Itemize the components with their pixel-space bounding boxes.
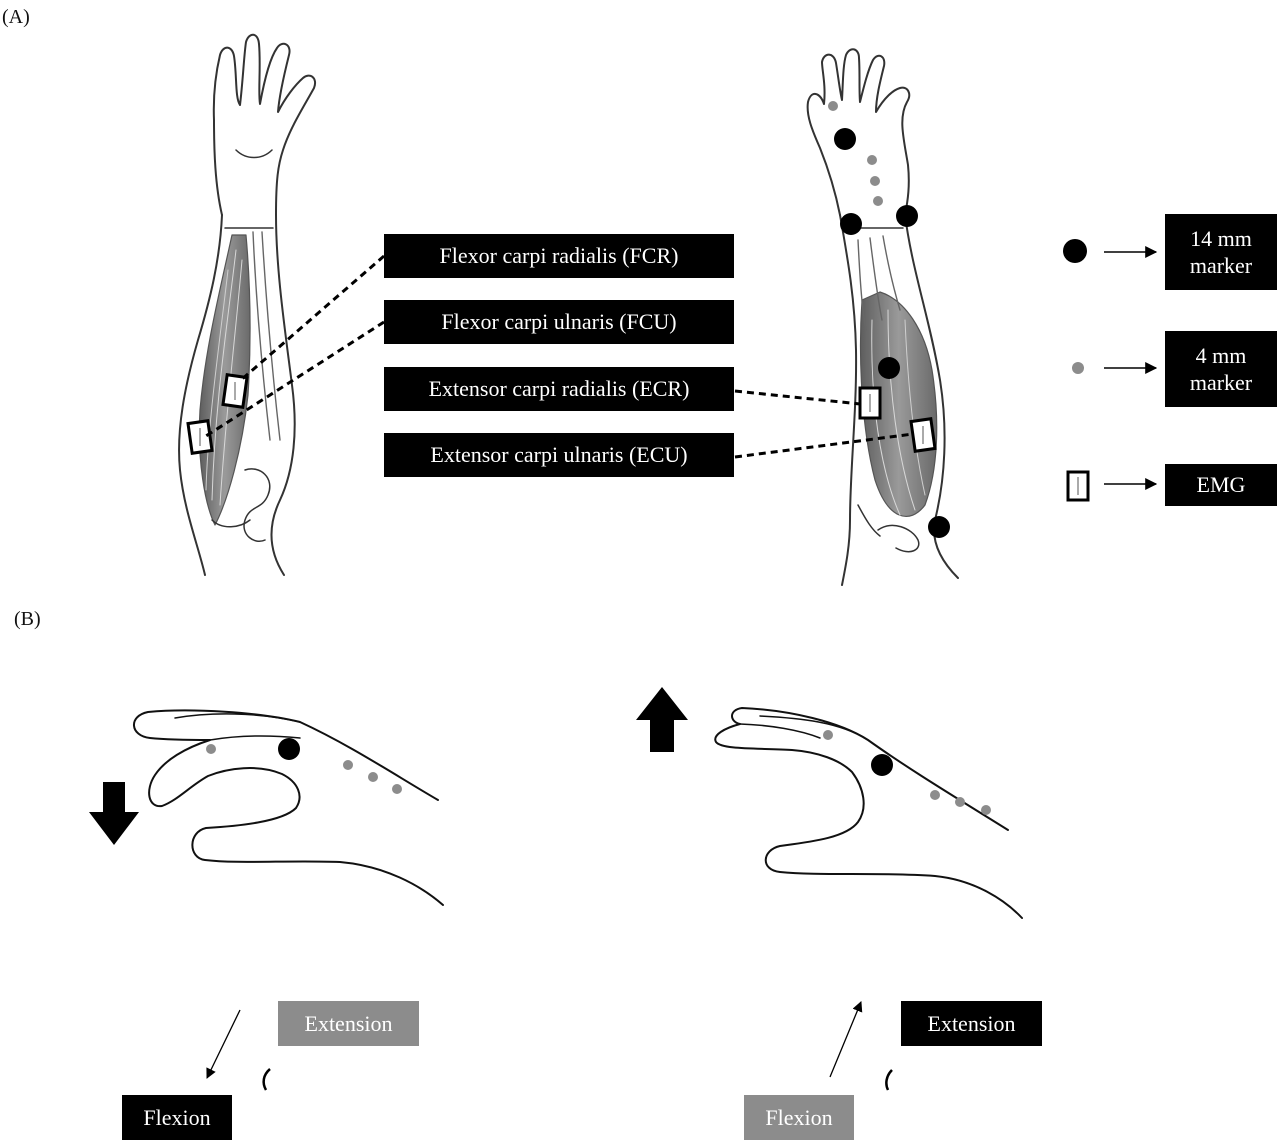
extension-hand-outline (714, 707, 1023, 919)
legend-small-marker-line1: 4 mm (1195, 342, 1247, 368)
leader-line-ecr (734, 389, 861, 406)
right-forearm-outline (839, 214, 858, 586)
left-extension-text: Extension (304, 1010, 393, 1036)
legend-large-marker-label: 14 mm marker (1165, 214, 1277, 290)
left-forearm-outline (178, 214, 223, 576)
label-ecu-text: Extensor carpi ulnaris (ECU) (430, 442, 688, 468)
large-marker (928, 516, 950, 538)
label-fcu-text: Flexor carpi ulnaris (FCU) (441, 309, 677, 335)
label-ecu: Extensor carpi ulnaris (ECU) (384, 433, 734, 477)
large-marker (278, 738, 300, 760)
small-marker (828, 101, 838, 111)
left-hand-outline (212, 33, 316, 216)
flexion-hand-outline (133, 709, 444, 906)
small-marker (206, 744, 216, 754)
left-extension-box: Extension (278, 1001, 419, 1046)
label-fcr-text: Flexor carpi radialis (FCR) (439, 243, 679, 269)
legend-large-marker-line2: marker (1189, 253, 1253, 278)
legend-symbols (1063, 239, 1158, 502)
left-flexion-box: Flexion (122, 1095, 232, 1140)
leader-line-fcr (240, 254, 385, 382)
panel-label-b: (B) (14, 608, 41, 630)
small-marker (930, 790, 940, 800)
large-marker (871, 754, 893, 776)
extension-hand-illustration (714, 707, 1023, 919)
flexion-pointer-arrow (206, 1009, 241, 1079)
legend-small-marker-label: 4 mm marker (1165, 331, 1277, 407)
leader-lines (205, 254, 914, 459)
left-flexion-text: Flexion (143, 1104, 211, 1130)
label-fcr: Flexor carpi radialis (FCR) (384, 234, 734, 278)
large-marker (834, 128, 856, 150)
small-marker (823, 730, 833, 740)
small-marker (873, 196, 883, 206)
small-marker (368, 772, 378, 782)
legend-emg-label: EMG (1165, 464, 1277, 506)
right-arm-markers (828, 101, 950, 538)
small-marker (392, 784, 402, 794)
label-fcu: Flexor carpi ulnaris (FCU) (384, 300, 734, 344)
small-marker (981, 805, 991, 815)
right-flexion-box: Flexion (744, 1095, 854, 1140)
right-flexion-text: Flexion (765, 1104, 833, 1130)
small-marker (870, 176, 880, 186)
large-marker (840, 213, 862, 235)
left-palm-crease (235, 149, 273, 159)
small-marker (343, 760, 353, 770)
left-angle-arc (262, 1068, 271, 1091)
right-angle-arc (885, 1069, 893, 1091)
right-extension-text: Extension (927, 1010, 1016, 1036)
large-marker (878, 357, 900, 379)
panel-label-a: (A) (2, 6, 30, 28)
label-ecr: Extensor carpi radialis (ECR) (384, 367, 734, 411)
legend-small-marker-line2: marker (1189, 370, 1253, 395)
legend-large-marker (1063, 239, 1087, 263)
leader-line-ecu (734, 432, 914, 459)
right-hand-outline (806, 48, 911, 216)
right-extension-box: Extension (901, 1001, 1042, 1046)
legend-emg-text: EMG (1196, 472, 1246, 498)
left-arm-illustration (178, 33, 316, 576)
large-marker (896, 205, 918, 227)
right-arm-illustration (806, 48, 959, 586)
extension-direction-arrow (636, 687, 688, 752)
legend-small-marker (1072, 362, 1084, 374)
extension-pointer-arrow (829, 1001, 863, 1078)
small-marker (955, 797, 965, 807)
small-marker (867, 155, 877, 165)
flexion-hand-illustration (133, 709, 444, 906)
flexion-hand-markers (206, 738, 402, 794)
label-ecr-text: Extensor carpi radialis (ECR) (428, 376, 690, 402)
flexion-direction-arrow (89, 782, 139, 845)
extension-hand-markers (823, 730, 991, 815)
legend-large-marker-line1: 14 mm (1190, 225, 1252, 251)
